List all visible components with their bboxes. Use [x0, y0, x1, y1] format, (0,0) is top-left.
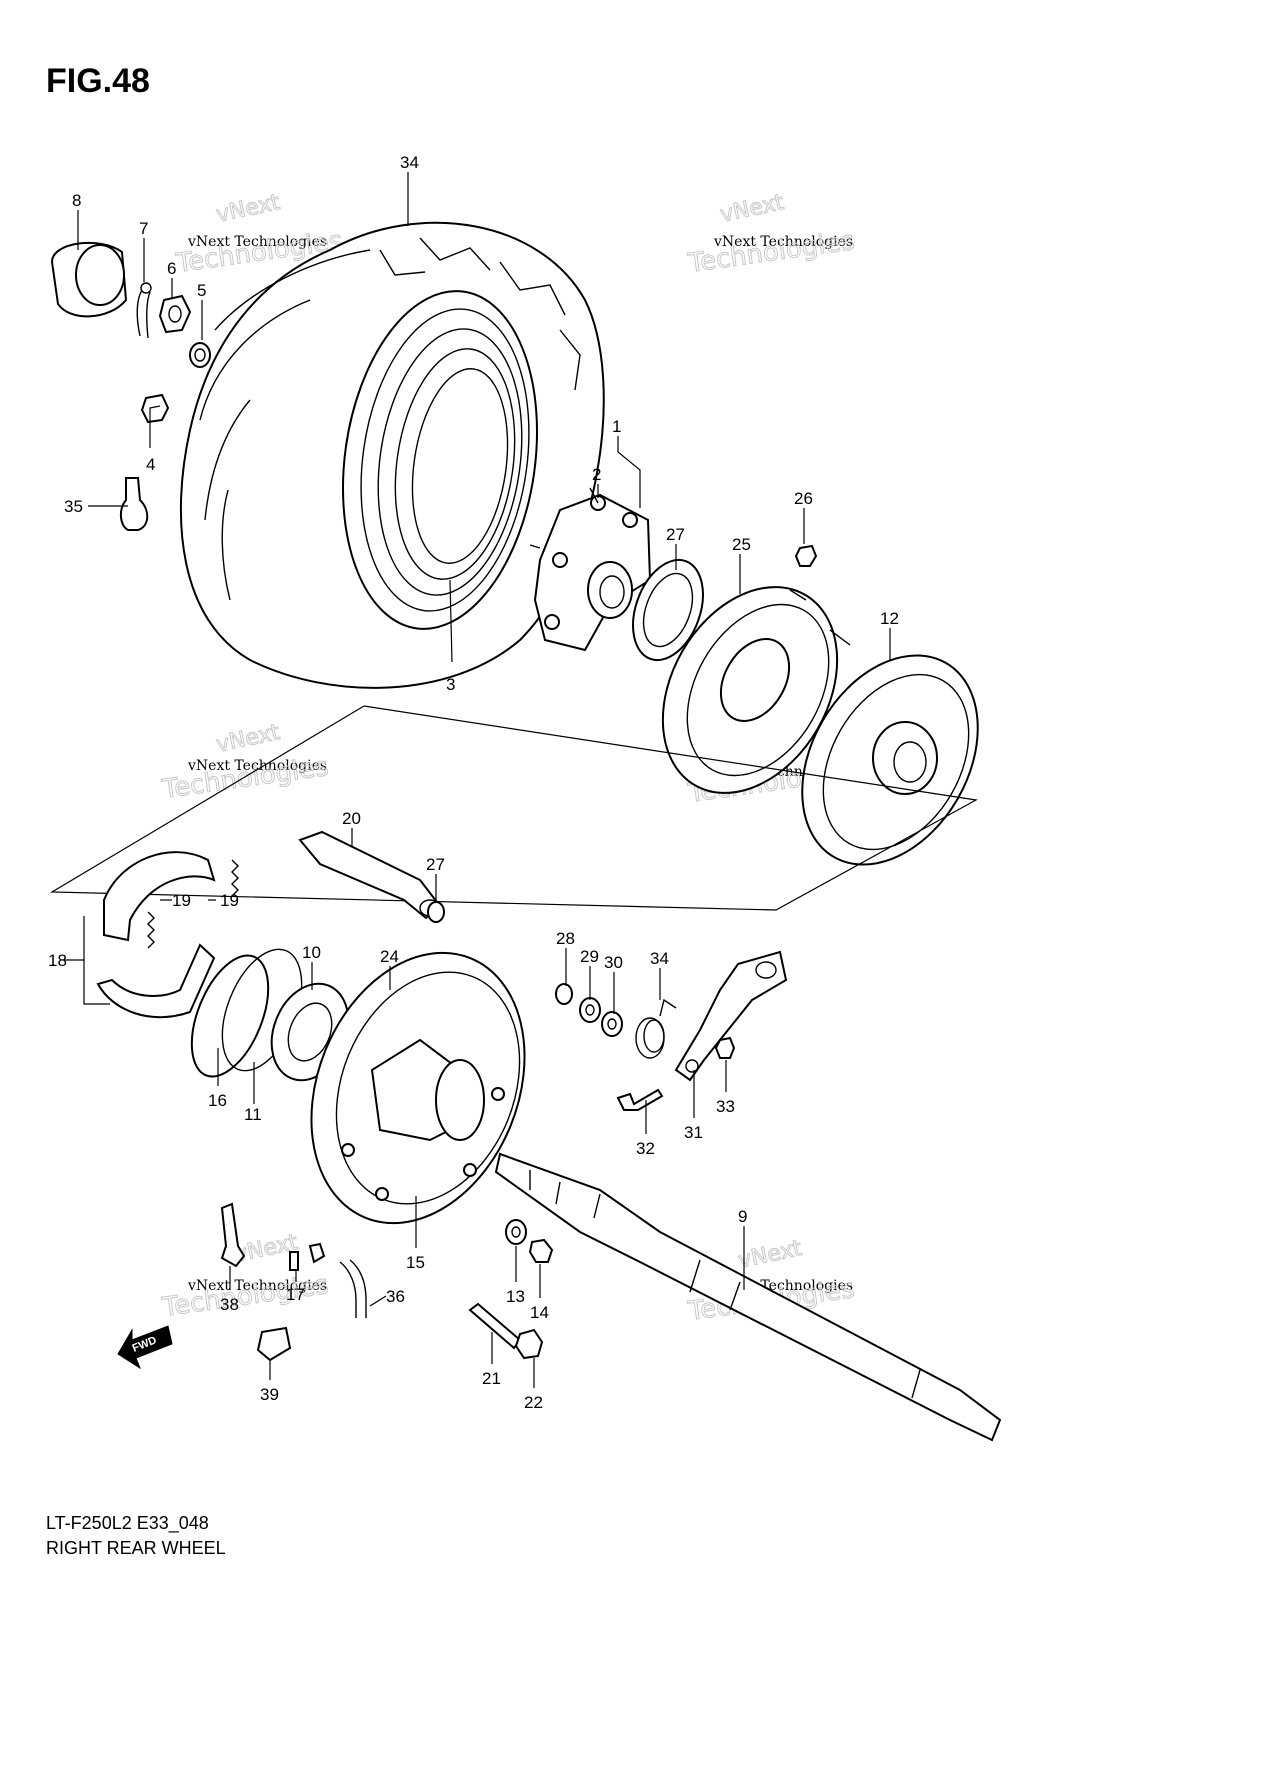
callout-13: 13 — [506, 1287, 525, 1306]
callout-35: 35 — [64, 497, 83, 516]
callout-15: 15 — [406, 1253, 425, 1272]
washer-29 — [601, 1011, 623, 1037]
callout-21: 21 — [482, 1369, 501, 1388]
watermark-2: vNext vNext Technologies Technologies — [685, 189, 857, 279]
brake-arm-30 — [674, 950, 788, 1082]
callout-22: 22 — [524, 1393, 543, 1412]
callout-33: 34 — [650, 949, 669, 968]
callout-29: 30 — [604, 953, 623, 972]
callout-26: 27 — [666, 525, 685, 544]
callout-8: 8 — [72, 191, 81, 210]
callout-18: 18 — [48, 951, 67, 970]
svg-text:vNext: vNext — [214, 190, 282, 228]
callout-6: 6 — [167, 259, 176, 278]
brake-panel-23 — [310, 951, 526, 1225]
axle-shaft-9 — [494, 1152, 1002, 1442]
callout-5: 5 — [197, 281, 206, 300]
clip-38 — [220, 1202, 246, 1268]
cap-part-8 — [50, 241, 128, 318]
callout-34: 34 — [400, 153, 419, 172]
callout-17: 17 — [286, 1285, 305, 1304]
svg-text:vNext: vNext — [718, 190, 786, 228]
watermark-3: vNext vNext Technologies Technologies — [159, 719, 331, 805]
callout-19-b: 19 — [220, 891, 239, 910]
seal-26 — [632, 558, 704, 662]
callout-28: 29 — [580, 947, 599, 966]
bolt-14 — [528, 1238, 554, 1263]
brake-shoe-18 — [96, 851, 216, 1019]
washer-5 — [189, 342, 211, 368]
callout-3: 3 — [446, 675, 455, 694]
figure-title: FIG.48 — [46, 62, 150, 100]
pin-17 — [289, 1242, 326, 1271]
spring-19-a — [147, 911, 155, 949]
tire-illustration — [179, 221, 605, 689]
nut-22 — [514, 1328, 544, 1360]
callout-9: 9 — [738, 1207, 747, 1226]
callout-labels: 34 8 7 6 5 4 35 1 2 3 26 27 25 12 20 27 … — [48, 153, 899, 1412]
watermark-1: vNext vNext Technologies Technologies — [173, 189, 345, 279]
svg-text:vNext: vNext — [214, 720, 282, 758]
callout-38: 38 — [220, 1295, 239, 1314]
section-name: RIGHT REAR WHEEL — [46, 1538, 226, 1558]
callout-32: 33 — [716, 1097, 735, 1116]
callout-10: 10 — [302, 943, 321, 962]
svg-text:vNext: vNext — [736, 1236, 804, 1274]
callout-1: 1 — [612, 417, 621, 436]
nut-4 — [140, 393, 170, 424]
bolt-31 — [616, 1088, 664, 1111]
callout-36: 36 — [386, 1287, 405, 1306]
cotter-pin-7 — [136, 282, 152, 339]
camshaft-20 — [298, 830, 442, 920]
callout-11: 11 — [244, 1105, 262, 1124]
callout-19-a: 19 — [172, 891, 191, 910]
callout-30: 31 — [684, 1123, 703, 1142]
callout-24: 25 — [732, 535, 751, 554]
callout-7: 7 — [139, 219, 148, 238]
hub-part-1 — [529, 487, 652, 652]
spring-33 — [635, 998, 677, 1059]
drum-cover-24 — [661, 586, 851, 794]
watermark-5: vNext vNext Technologies Technologies — [159, 1229, 331, 1323]
svg-text:vNext Technologies: vNext Technologies — [187, 1278, 327, 1294]
ring-27-a — [427, 901, 445, 923]
hose-36 — [339, 1259, 367, 1318]
callout-27-a: 27 — [426, 855, 445, 874]
callout-31: 32 — [636, 1139, 655, 1158]
callout-2: 2 — [592, 465, 601, 484]
valve-35 — [120, 477, 149, 531]
stud-21 — [468, 1302, 522, 1350]
o-ring-16 — [190, 954, 270, 1078]
clamp-39 — [256, 1326, 292, 1362]
fwd-arrow-icon: FWD — [117, 1325, 173, 1370]
svg-text:vNext Technologies: vNext Technologies — [187, 234, 327, 250]
washer-13 — [505, 1219, 527, 1245]
callout-20: 20 — [342, 809, 361, 828]
callout-12: 12 — [880, 609, 899, 628]
brake-drum-12 — [801, 654, 979, 866]
model-code: LT-F250L2 E33_048 — [46, 1513, 209, 1533]
callout-4: 4 — [146, 455, 155, 474]
callout-25: 26 — [794, 489, 813, 508]
svg-text:vNext Technologies: vNext Technologies — [187, 758, 327, 774]
ring-27-b — [555, 983, 573, 1005]
washer-28 — [579, 997, 601, 1023]
callout-14: 14 — [530, 1303, 549, 1322]
bolt-25 — [794, 544, 818, 567]
svg-text:vNext Technologies: vNext Technologies — [713, 234, 853, 250]
spring-19-b — [231, 859, 239, 897]
callout-23: 24 — [380, 947, 399, 966]
callout-39: 39 — [260, 1385, 279, 1404]
callout-27-b: 28 — [556, 929, 575, 948]
callout-16: 16 — [208, 1091, 227, 1110]
nut-32 — [714, 1036, 736, 1059]
nut-6 — [158, 294, 192, 334]
leader-lines — [64, 172, 891, 1388]
